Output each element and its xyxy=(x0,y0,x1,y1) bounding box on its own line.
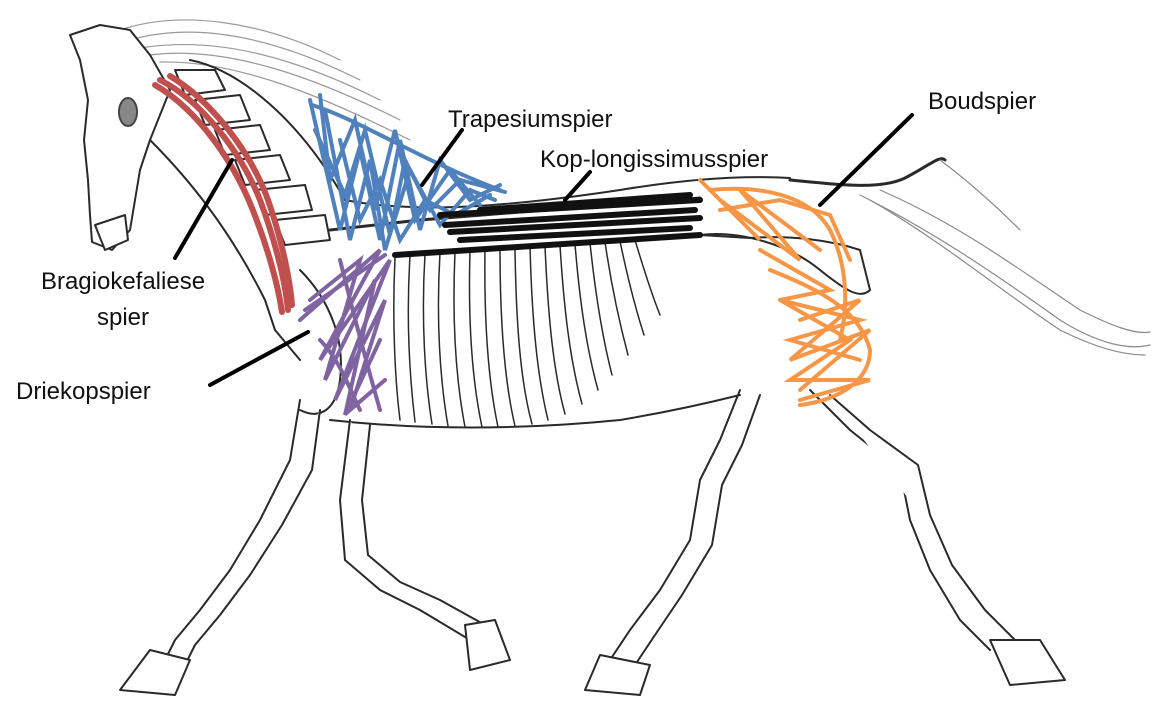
label-triceps: Driekopspier xyxy=(16,378,151,406)
label-brachiocephalic-line1: Bragiokefaliese xyxy=(8,268,238,296)
label-trapezius: Trapesiumspier xyxy=(448,106,613,134)
leader-brachiocephalic xyxy=(175,160,232,258)
label-brachiocephalic-line2: spier xyxy=(8,304,238,332)
leader-triceps xyxy=(210,332,308,385)
belly-line xyxy=(330,395,740,428)
front-leg-far xyxy=(340,420,510,670)
eye-socket xyxy=(119,98,137,126)
front-leg-near xyxy=(120,400,320,695)
tail-bones xyxy=(790,159,945,186)
hind-leg-near xyxy=(585,390,760,695)
hind-leg-far xyxy=(810,390,1065,685)
triceps-muscle xyxy=(300,250,390,415)
label-gluteal: Boudspier xyxy=(928,88,1036,116)
tail-hair xyxy=(860,160,1150,355)
leader-gluteal xyxy=(820,115,912,205)
gluteal-muscle xyxy=(700,180,870,405)
label-longissimus: Kop-longissimusspier xyxy=(540,146,768,174)
rib-cage xyxy=(394,240,660,427)
